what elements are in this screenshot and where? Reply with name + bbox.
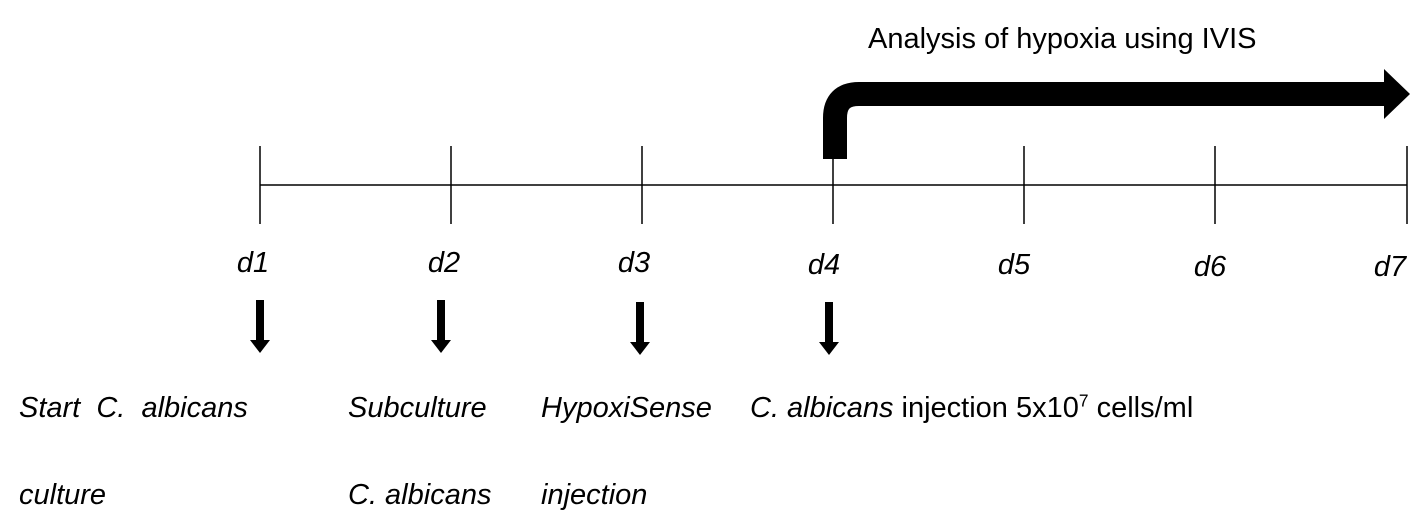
down-arrow-d4	[819, 302, 839, 355]
event-d3-line2: injection	[541, 479, 648, 511]
analysis-label: Analysis of hypoxia using IVIS	[868, 23, 1257, 55]
day-label-d2: d2	[427, 247, 461, 279]
day-label-d6: d6	[1193, 251, 1227, 283]
down-arrow-d2	[431, 300, 451, 353]
event-d3-line1: HypoxiSense	[541, 392, 712, 424]
event-d4-unit: cells/ml	[1088, 392, 1194, 424]
down-arrow-d1	[250, 300, 270, 353]
event-d2-line1: Subculture	[348, 392, 487, 424]
event-d4-species: C. albicans	[750, 392, 894, 424]
event-d4-text: C. albicans injection 5x107 cells/ml	[750, 391, 1193, 425]
event-d2-line2: C. albicans	[348, 479, 492, 511]
down-arrow-d3	[630, 302, 650, 355]
day-label-d3: d3	[617, 247, 651, 279]
day-label-d5: d5	[997, 249, 1031, 281]
analysis-arrowhead	[1384, 69, 1410, 119]
day-label-d4: d4	[807, 249, 841, 281]
day-label-d1: d1	[236, 247, 270, 279]
event-d1-line2: culture	[19, 479, 107, 511]
event-d4-description: injection 5x10	[893, 392, 1079, 424]
event-d4-exponent: 7	[1078, 390, 1089, 411]
event-d1-line1: Start C. albicans	[19, 392, 248, 424]
analysis-arrow	[823, 82, 1392, 159]
day-label-d7: d7	[1373, 251, 1407, 283]
